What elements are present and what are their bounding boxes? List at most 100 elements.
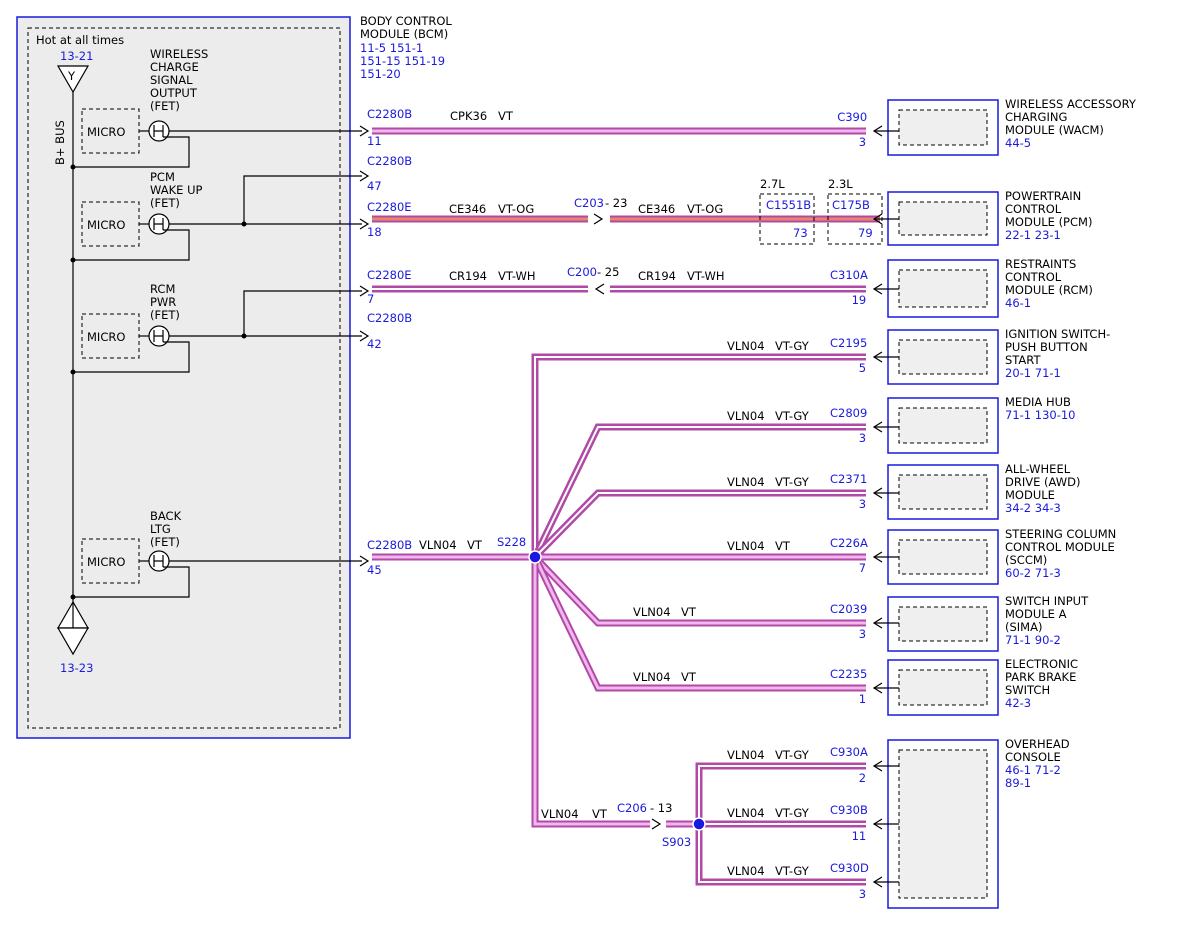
module-refs-sima[interactable]: 71-1 90-2 bbox=[1005, 633, 1061, 647]
module-name-rcm-1: CONTROL bbox=[1005, 270, 1062, 284]
ohc-conn-2[interactable]: C930D bbox=[830, 861, 869, 875]
bcm-ref-1[interactable]: 11-5 151-1 bbox=[360, 41, 423, 55]
module-refs-sccm[interactable]: 60-2 71-3 bbox=[1005, 566, 1061, 580]
c175b-engine: 2.3L bbox=[828, 177, 853, 191]
bcm-top-ref[interactable]: 13-21 bbox=[60, 49, 93, 63]
c175b-conn[interactable]: C175B bbox=[832, 198, 870, 212]
module-pin-awd: 3 bbox=[859, 497, 866, 511]
bcm-ref-3[interactable]: 151-20 bbox=[360, 67, 401, 81]
module-name-wacm-2: MODULE (WACM) bbox=[1005, 123, 1104, 137]
module-refs-ohc-0[interactable]: 46-1 71-2 bbox=[1005, 763, 1061, 777]
module-refs-epb[interactable]: 42-3 bbox=[1005, 696, 1031, 710]
wire-branch-awd-inner bbox=[534, 492, 866, 558]
module-circuit-epb: VLN04 bbox=[633, 670, 671, 684]
module-name-pcm-2: MODULE (PCM) bbox=[1005, 215, 1092, 229]
module-conn-awd[interactable]: C2371 bbox=[830, 472, 867, 486]
s903-label[interactable]: S903 bbox=[662, 835, 691, 849]
bcm-pin-conn-5[interactable]: C2280B bbox=[367, 538, 412, 552]
bcm-pin-conn-1[interactable]: C2280B bbox=[367, 154, 412, 168]
module-inner-awd bbox=[898, 474, 988, 510]
module-refs-awd[interactable]: 34-2 34-3 bbox=[1005, 501, 1061, 515]
module-color-epb: VT bbox=[681, 670, 697, 684]
bcm-ref-2[interactable]: 151-15 151-19 bbox=[360, 54, 445, 68]
pcm-fet-output bbox=[169, 175, 362, 225]
c200-conn[interactable]: C200 bbox=[567, 265, 597, 279]
bcm-title-2: MODULE (BCM) bbox=[360, 27, 448, 41]
bcm-pin-conn-4[interactable]: C2280B bbox=[367, 311, 412, 325]
c175b-pin: 79 bbox=[858, 226, 873, 240]
module-name-sccm-1: CONTROL MODULE bbox=[1005, 540, 1115, 554]
ohc-conn-1[interactable]: C930B bbox=[830, 803, 868, 817]
c1551b-conn[interactable]: C1551B bbox=[766, 198, 811, 212]
module-conn-media[interactable]: C2809 bbox=[830, 406, 867, 420]
c206-conn[interactable]: C206 bbox=[617, 801, 647, 815]
circuit-vln04-main: VLN04 bbox=[419, 538, 457, 552]
bcm-pin-arrow-4 bbox=[359, 330, 370, 342]
c200-arrow-icon bbox=[594, 283, 605, 295]
bus-junction-1 bbox=[70, 257, 76, 263]
module-refs-pcm[interactable]: 22-1 23-1 bbox=[1005, 228, 1061, 242]
s228-label[interactable]: S228 bbox=[497, 535, 526, 549]
s903-splice-icon[interactable] bbox=[692, 817, 706, 831]
module-refs-ohc-1[interactable]: 89-1 bbox=[1005, 776, 1031, 790]
bcm-pin-conn-2[interactable]: C2280E bbox=[367, 200, 412, 214]
color-cpk36: VT bbox=[498, 109, 514, 123]
fet-label-1-0: PCM bbox=[150, 170, 175, 184]
module-inner-sccm bbox=[898, 539, 988, 575]
module-pin-media: 3 bbox=[859, 431, 866, 445]
module-name-rcm-0: RESTRAINTS bbox=[1005, 257, 1076, 271]
bus-top-symbol: Y bbox=[67, 69, 76, 83]
bcm-bottom-ref[interactable]: 13-23 bbox=[60, 661, 93, 675]
module-name-awd-1: DRIVE (AWD) bbox=[1005, 475, 1080, 489]
module-conn-wacm[interactable]: C390 bbox=[837, 110, 867, 124]
module-name-wacm-0: WIRELESS ACCESSORY bbox=[1005, 97, 1137, 111]
module-conn-sccm[interactable]: C226A bbox=[830, 536, 868, 550]
fet-label-2-0: RCM bbox=[150, 282, 175, 296]
ohc-color-0: VT-GY bbox=[775, 748, 810, 762]
module-name-awd-0: ALL-WHEEL bbox=[1005, 462, 1071, 476]
fet-label-0-1: CHARGE bbox=[150, 60, 199, 74]
module-conn-ign[interactable]: C2195 bbox=[830, 336, 867, 350]
bcm-module: Hot at all times 13-21 13-23 Y Z B+ BUS … bbox=[16, 16, 370, 739]
fet-label-1-1: WAKE UP bbox=[150, 183, 202, 197]
wire-vln04-c206-inner bbox=[533, 557, 650, 826]
module-refs-media[interactable]: 71-1 130-10 bbox=[1005, 408, 1076, 422]
module-refs-rcm[interactable]: 46-1 bbox=[1005, 296, 1031, 310]
ohc-color-2: VT-GY bbox=[775, 864, 810, 878]
module-refs-ign[interactable]: 20-1 71-1 bbox=[1005, 366, 1061, 380]
module-conn-sima[interactable]: C2039 bbox=[830, 602, 867, 616]
bcm-pin-conn-3[interactable]: C2280E bbox=[367, 268, 412, 282]
ohc-conn-0[interactable]: C930A bbox=[830, 745, 868, 759]
circuit-cpk36: CPK36 bbox=[450, 109, 487, 123]
bcm-pin-conn-0[interactable]: C2280B bbox=[367, 107, 412, 121]
color-vln04-main: VT bbox=[467, 538, 483, 552]
module-name-sccm-2: (SCCM) bbox=[1005, 553, 1047, 567]
bcm-pin-num-2: 18 bbox=[367, 225, 382, 239]
module-pin-wacm: 3 bbox=[859, 135, 866, 149]
micro-label-3: MICRO bbox=[87, 555, 125, 569]
color-ce346-b: VT-OG bbox=[687, 202, 723, 216]
circuit-vln04-c206: VLN04 bbox=[541, 807, 579, 821]
module-pin-rcm: 19 bbox=[852, 293, 867, 307]
module-refs-wacm[interactable]: 44-5 bbox=[1005, 136, 1031, 150]
module-inner-ign bbox=[898, 339, 988, 375]
bcm-pin-num-0: 11 bbox=[367, 134, 382, 148]
ohc-circuit-2: VLN04 bbox=[727, 864, 765, 878]
module-name-sima-2: (SIMA) bbox=[1005, 620, 1042, 634]
module-inner-rcm bbox=[898, 269, 988, 308]
c203-conn[interactable]: C203 bbox=[574, 196, 604, 210]
s228-splice-icon[interactable] bbox=[528, 550, 542, 564]
ohc-pin-0: 2 bbox=[859, 771, 866, 785]
module-conn-epb[interactable]: C2235 bbox=[830, 667, 867, 681]
module-conn-rcm[interactable]: C310A bbox=[830, 268, 868, 282]
